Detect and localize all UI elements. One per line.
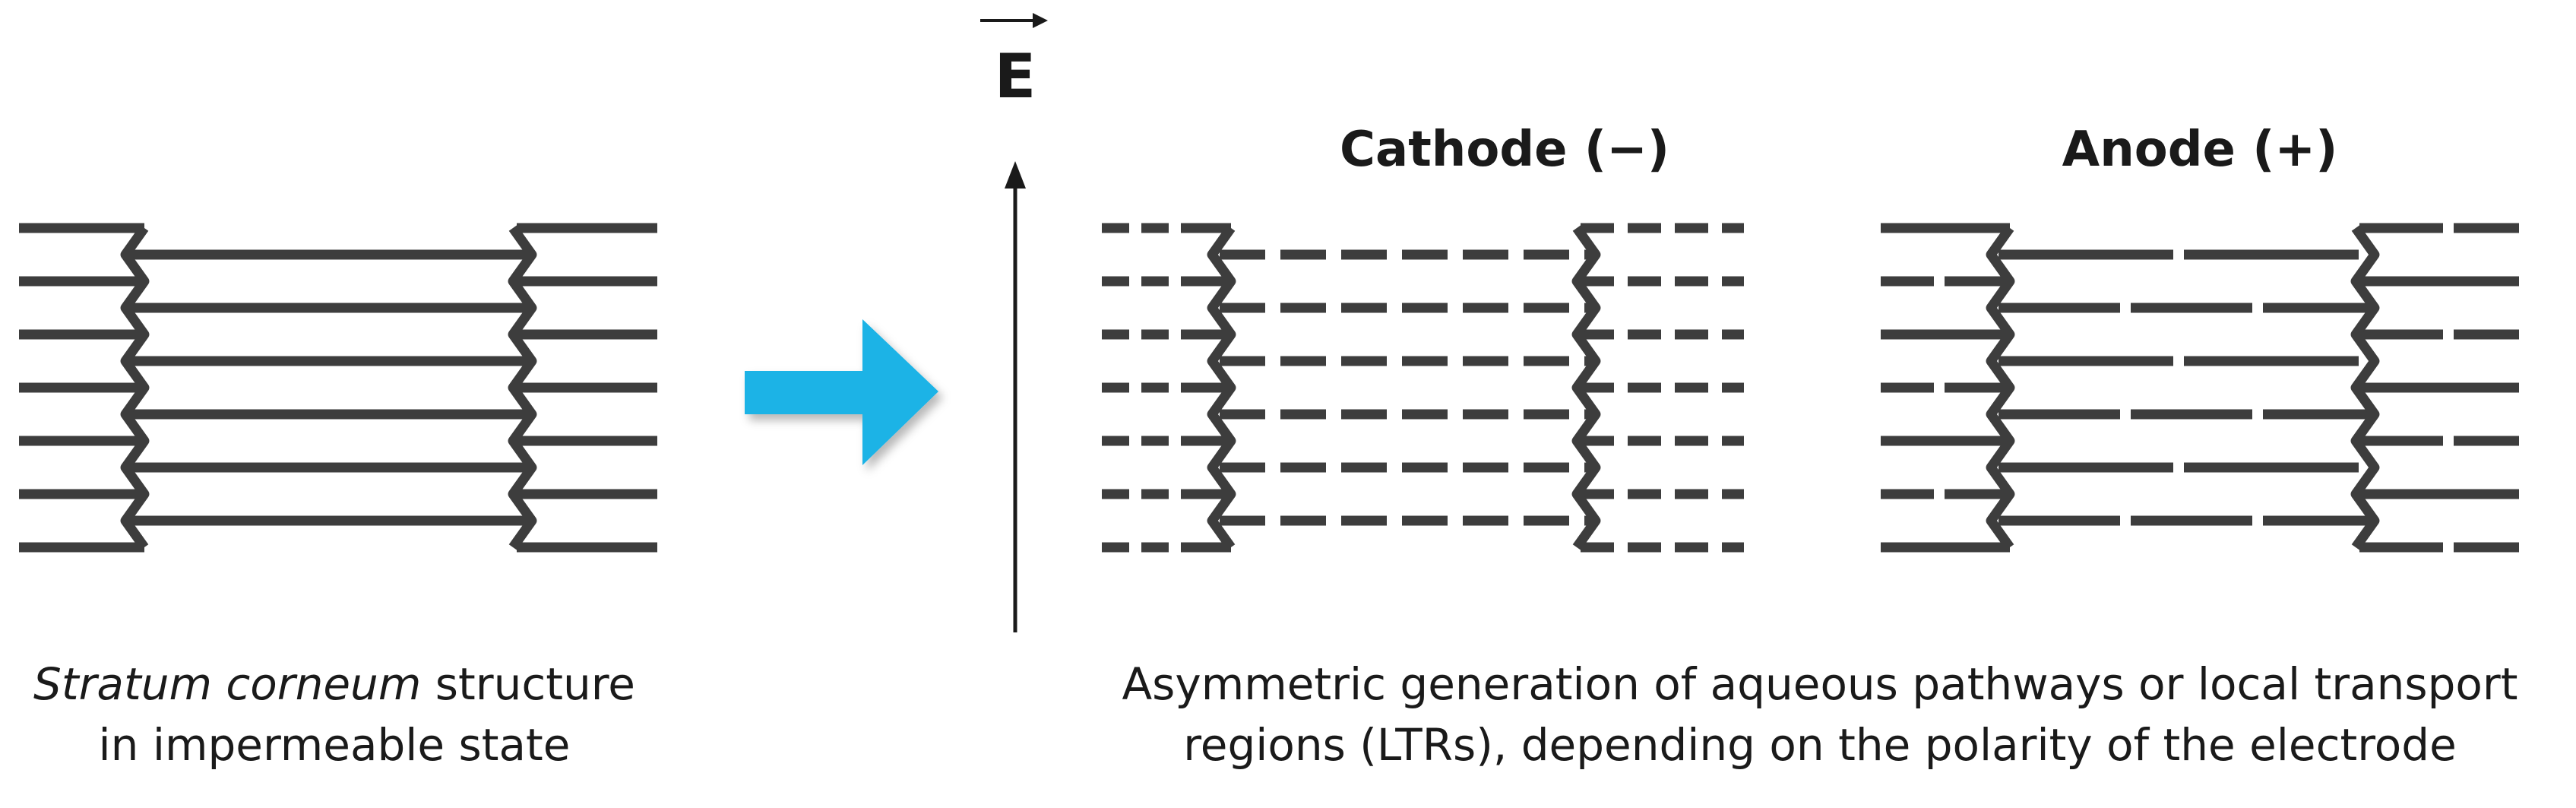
left-caption-line1: Stratum corneum structure — [0, 654, 669, 715]
left-caption: Stratum corneum structure in impermeable… — [0, 654, 669, 775]
field-symbol-e: E — [995, 41, 1036, 112]
right-caption: Asymmetric generation of aqueous pathway… — [1064, 654, 2576, 775]
anode-membrane-structure — [1881, 223, 2519, 553]
intact-membrane-structure — [19, 223, 657, 553]
corneocyte-edge-right — [508, 225, 537, 550]
cathode-membrane-structure — [1102, 223, 1744, 553]
cathode-title: Cathode (−) — [1340, 122, 1669, 178]
right-caption-line1: Asymmetric generation of aqueous pathway… — [1122, 658, 2518, 710]
left-caption-rest: structure — [421, 658, 635, 710]
transition-arrow-icon — [745, 319, 938, 465]
left-caption-italic: Stratum corneum — [33, 658, 422, 710]
corneocyte-edge-right — [1571, 225, 1601, 550]
left-caption-line2: in impermeable state — [98, 719, 571, 771]
field-vector-symbol: E — [980, 13, 1048, 112]
anode-title: Anode (+) — [2062, 122, 2338, 178]
right-caption-line2: regions (LTRs), depending on the polarit… — [1183, 719, 2457, 771]
vector-overbar-head-icon — [1033, 13, 1048, 28]
corneocyte-edge-right — [2350, 225, 2380, 550]
field-axis-arrow-icon — [1005, 161, 1026, 632]
